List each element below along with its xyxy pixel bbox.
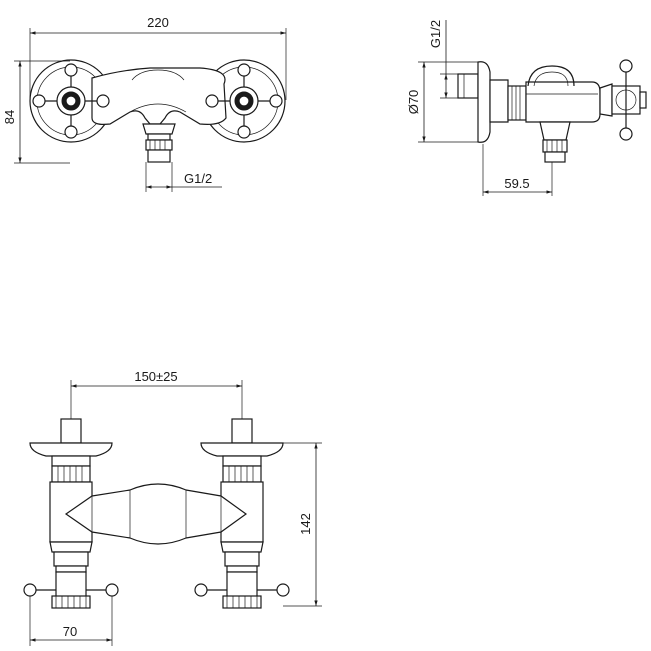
dim-side-depth: 59.5: [504, 176, 529, 191]
dim-top-center-distance: 150±25: [134, 369, 177, 384]
dim-side-diameter: Ø70: [406, 90, 421, 115]
dim-front-width: 220: [147, 15, 169, 30]
top-view: 150±25 142 70: [23, 369, 322, 646]
dim-top-handle-width: 70: [63, 624, 77, 639]
front-view: 220 84 G1/2: [2, 15, 287, 192]
dim-side-inlet-thread: G1/2: [428, 20, 443, 48]
dim-top-depth: 142: [298, 513, 313, 535]
dim-front-outlet-thread: G1/2: [184, 171, 212, 186]
right-cross-handle: [205, 63, 283, 139]
side-view: G1/2 Ø70 59.5: [406, 20, 647, 196]
top-left-unit: [23, 418, 119, 609]
left-cross-handle: [32, 63, 110, 139]
dim-front-height: 84: [2, 110, 17, 124]
top-right-unit: [194, 418, 290, 609]
